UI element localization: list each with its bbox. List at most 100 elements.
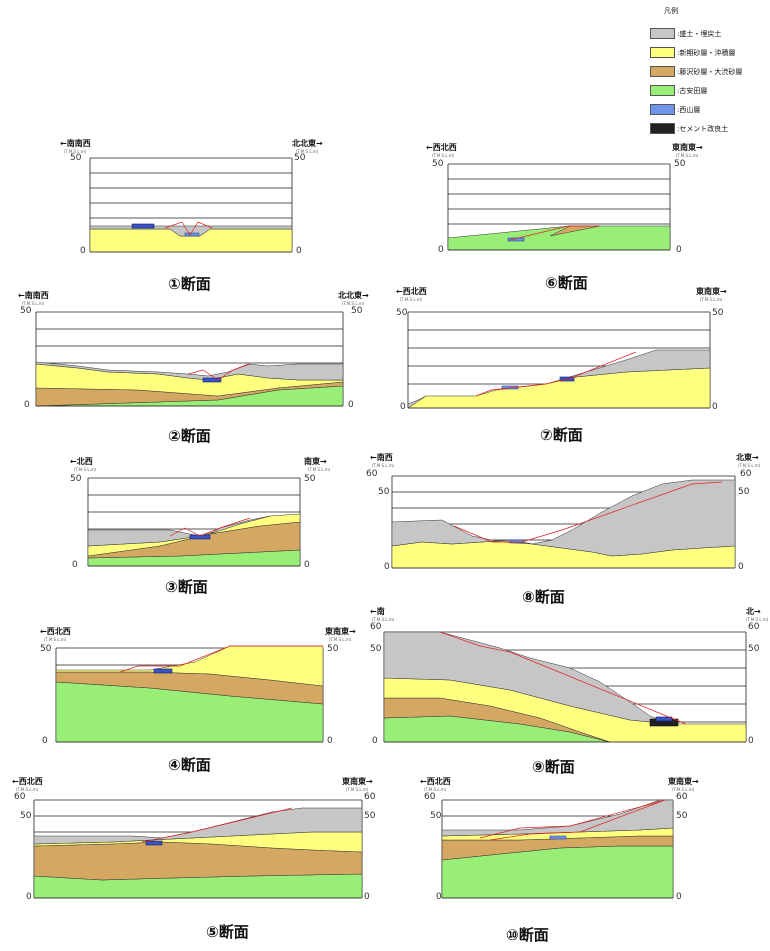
layer-fill-edge	[407, 395, 427, 409]
tick-label: 50	[294, 153, 306, 163]
tick-label: 50	[378, 487, 390, 497]
section-1-diagram	[89, 157, 293, 253]
tick-label: 50	[738, 487, 750, 497]
tick-label: 50	[674, 159, 686, 169]
tick-label: 0	[676, 245, 682, 255]
section-4-diagram	[55, 645, 324, 743]
slip-line	[169, 517, 251, 537]
elevation-unit-label: (T.M.S.L.m)	[22, 301, 45, 306]
legend: 凡例 :盛土・埋戻土 :新期砂層・沖積層 :藤沢砂層・大渋砂層 :古安田層 :西…	[650, 6, 768, 138]
nishiyama-block	[131, 223, 155, 229]
tick-label: 60	[424, 792, 436, 802]
legend-swatch-old-sand	[650, 66, 675, 77]
elevation-unit-label: (T.M.S.L.m)	[700, 297, 723, 302]
layer-new-sand	[55, 645, 324, 687]
direction-right-label: 南東→	[304, 457, 327, 466]
direction-left-label: ←西北西	[12, 777, 43, 786]
legend-item-new-sand: :新期砂層・沖積層	[650, 43, 768, 62]
direction-left-label: ←西北西	[40, 627, 71, 636]
elevation-unit-label: (T.M.S.L.m)	[746, 617, 769, 622]
tick-label: 50	[370, 644, 382, 654]
legend-swatch-furuyasuda	[650, 85, 675, 96]
layer-new-sand	[407, 367, 711, 409]
section-10-diagram	[441, 799, 674, 899]
tick-label: 60	[14, 792, 26, 802]
elevation-unit-label: (T.M.S.L.m)	[676, 153, 699, 158]
nishiyama-block	[509, 539, 525, 544]
section-2-panel: ←南南西 (T.M.S.L.m) 北北東→ (T.M.S.L.m) 50 50 …	[18, 290, 369, 445]
section-7-diagram	[407, 311, 711, 409]
legend-label: :古安田層	[677, 86, 708, 95]
nishiyama-block	[507, 237, 525, 242]
tick-label: 0	[438, 245, 444, 255]
direction-left-label: ←北西	[70, 457, 93, 466]
section-caption: ②断面	[168, 427, 211, 445]
elevation-unit-label: (T.M.S.L.m)	[346, 787, 369, 792]
direction-right-label: 東南東→	[342, 777, 373, 786]
tick-label: 0	[712, 402, 718, 412]
section-caption: ⑩断面	[506, 926, 549, 944]
elevation-unit-label: (T.M.S.L.m)	[400, 297, 423, 302]
tick-label: 50	[396, 308, 408, 318]
section-2-diagram	[35, 311, 344, 407]
tick-label: 0	[400, 402, 406, 412]
slip-line	[119, 645, 323, 673]
section-3-diagram	[87, 477, 301, 567]
direction-right-label: 東南東→	[696, 287, 727, 296]
tick-label: 0	[748, 736, 754, 746]
tick-label: 60	[740, 469, 752, 479]
tick-label: 60	[748, 622, 760, 632]
tick-label: 50	[351, 306, 363, 316]
legend-label: :西山層	[677, 105, 701, 114]
section-9-panel: ←南 (T.M.S.L.m) 北→ (T.M.S.L.m) 60 60 50 5…	[370, 606, 768, 776]
legend-title: 凡例	[664, 7, 678, 15]
direction-left-label: ←西北西	[426, 143, 457, 152]
elevation-unit-label: (T.M.S.L.m)	[738, 463, 761, 468]
direction-left-label: ←西北西	[420, 777, 451, 786]
tick-label: 50	[430, 811, 442, 821]
elevation-unit-label: (T.M.S.L.m)	[308, 467, 331, 472]
legend-swatch-cement	[650, 123, 675, 134]
layer-fill	[383, 631, 671, 725]
nishiyama-block	[184, 232, 200, 237]
section-3-panel: ←北西 (T.M.S.L.m) 南東→ (T.M.S.L.m) 50 50 0 …	[60, 456, 345, 601]
elevation-unit-label: (T.M.S.L.m)	[329, 637, 352, 642]
tick-label: 50	[327, 644, 339, 654]
layer-furuyasuda	[447, 225, 671, 251]
tick-label: 0	[738, 562, 744, 572]
nishiyama-block	[501, 385, 519, 390]
tick-label: 0	[676, 892, 682, 902]
slip-line	[439, 631, 687, 725]
section-caption: ③断面	[165, 578, 208, 596]
tick-label: 50	[748, 644, 760, 654]
elevation-unit-label: (T.M.S.L.m)	[44, 637, 67, 642]
section-caption: ⑨断面	[532, 758, 575, 776]
legend-label: :セメント改良土	[677, 124, 729, 133]
tick-label: 0	[372, 736, 378, 746]
section-9-diagram	[383, 631, 747, 743]
tick-label: 50	[432, 159, 444, 169]
section-caption: ⑥断面	[545, 274, 588, 292]
tick-label: 0	[436, 892, 442, 902]
section-caption: ⑧断面	[522, 588, 565, 606]
direction-right-label: 北北東→	[292, 139, 323, 148]
tick-label: 50	[40, 644, 52, 654]
nishiyama-block	[145, 840, 163, 846]
tick-label: 0	[26, 892, 32, 902]
direction-left-label: ←南南西	[18, 291, 49, 300]
tick-label: 50	[304, 474, 316, 484]
elevation-unit-label: (T.M.S.L.m)	[672, 787, 695, 792]
tick-label: 50	[712, 308, 724, 318]
tick-label: 0	[384, 562, 390, 572]
direction-right-label: 北東→	[736, 453, 759, 462]
elevation-unit-label: (T.M.S.L.m)	[424, 787, 447, 792]
legend-item-furuyasuda: :古安田層	[650, 81, 768, 100]
direction-left-label: ←南南西	[60, 139, 91, 148]
slip-line	[479, 799, 666, 839]
section-5-diagram	[33, 799, 363, 899]
nishiyama-block	[202, 377, 222, 383]
layer-fill	[89, 225, 293, 237]
tick-label: 60	[366, 469, 378, 479]
section-caption: ⑤断面	[206, 923, 249, 941]
direction-right-label: 東南東→	[672, 143, 703, 152]
